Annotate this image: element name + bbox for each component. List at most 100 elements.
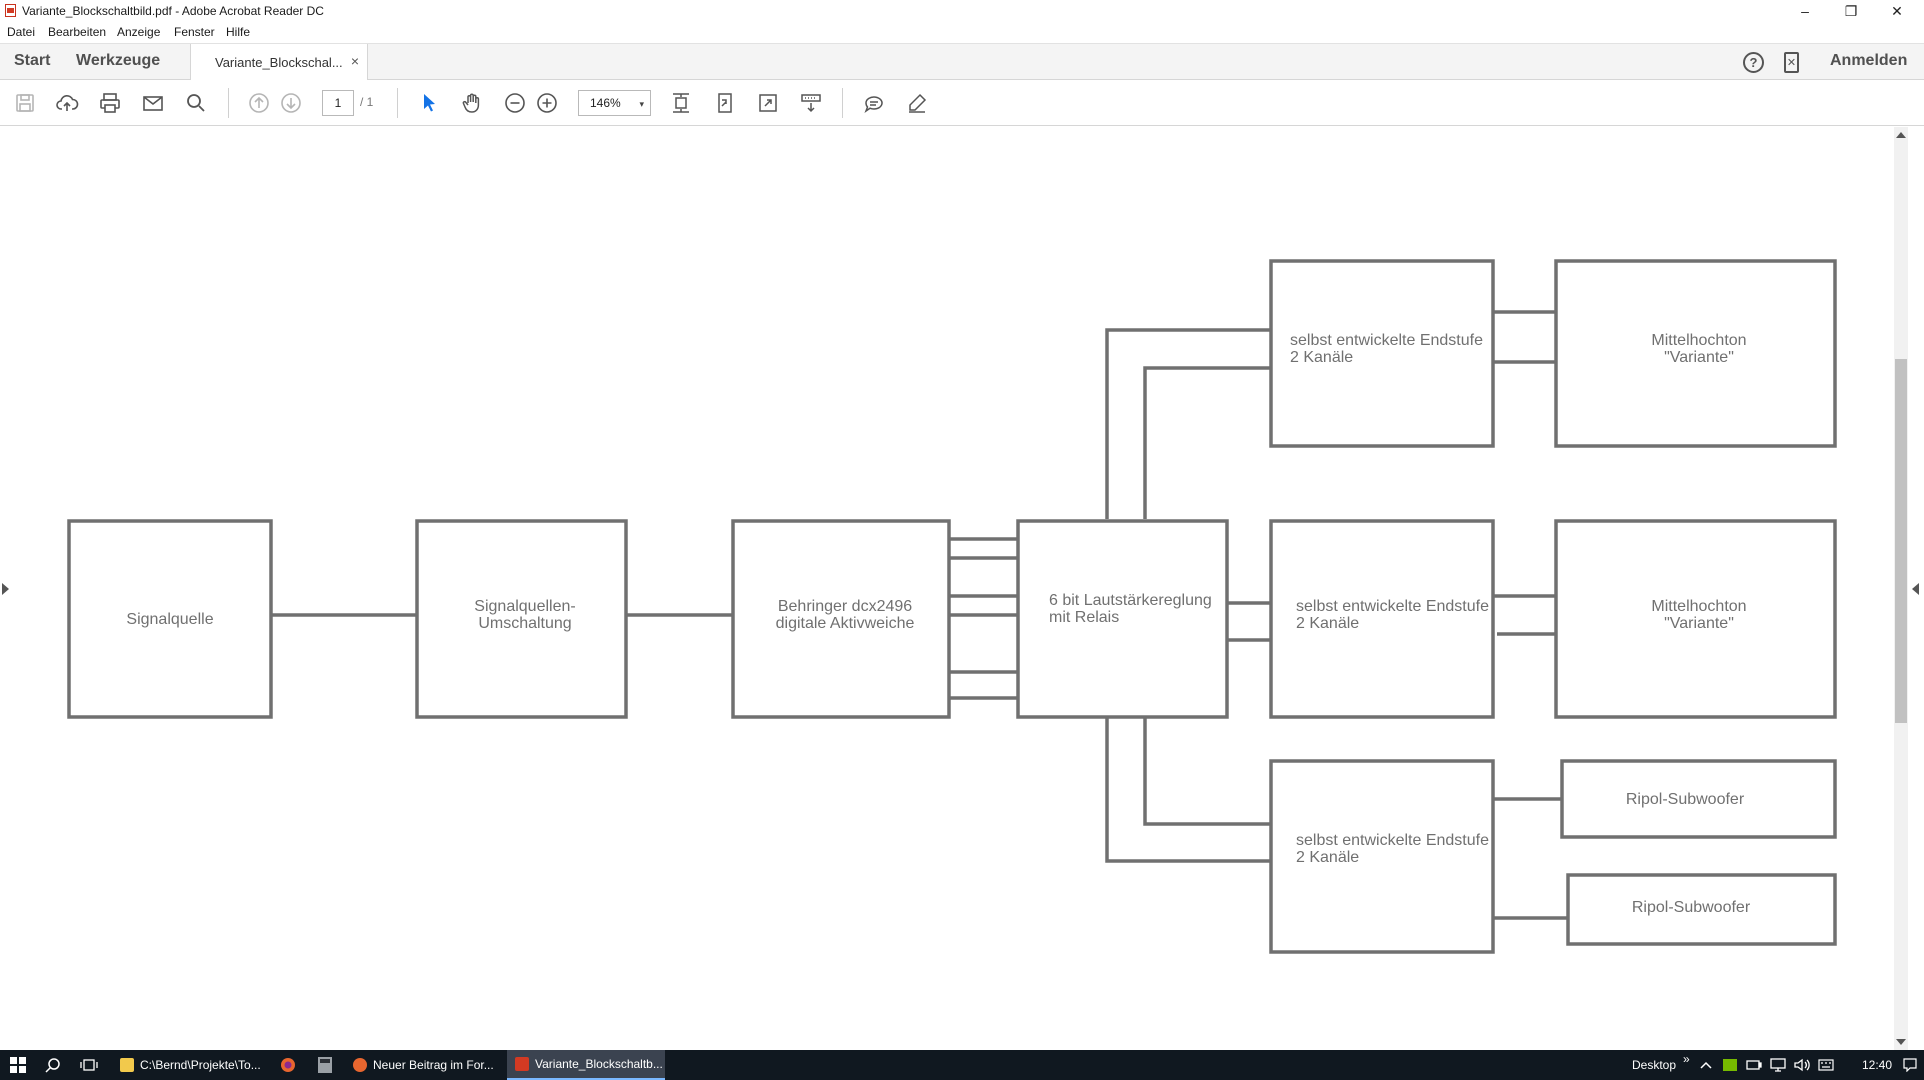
block-box <box>415 519 628 719</box>
next-page-icon[interactable] <box>277 89 305 117</box>
block-label: selbst entwickelte Endstufe <box>1296 598 1489 615</box>
menu-fenster[interactable]: Fenster <box>174 25 215 39</box>
block-label: Umschaltung <box>478 615 571 632</box>
block-box <box>1269 259 1495 448</box>
battery-icon[interactable] <box>1746 1050 1762 1080</box>
menu-bar: Datei Bearbeiten Anzeige Fenster Hilfe <box>0 22 1924 43</box>
vertical-scrollbar[interactable] <box>1894 127 1908 1050</box>
tab-document-label: Variante_Blockschal... <box>215 55 343 70</box>
toolbar-divider <box>397 88 398 118</box>
zoom-level-value: 146% <box>590 96 621 110</box>
left-panel-toggle-icon[interactable] <box>2 583 9 595</box>
block-label: 2 Kanäle <box>1296 849 1359 866</box>
sign-in-button[interactable]: Anmelden <box>1830 52 1908 69</box>
toolbar-expand-icon[interactable]: » <box>1683 1052 1690 1066</box>
restore-button[interactable]: ❐ <box>1844 2 1858 19</box>
block-label: digitale Aktivweiche <box>776 615 915 632</box>
firefox-icon[interactable] <box>280 1050 296 1080</box>
previous-page-icon[interactable] <box>245 89 273 117</box>
scroll-mode-icon[interactable] <box>797 89 825 117</box>
connector-line <box>1143 366 1271 519</box>
print-icon[interactable] <box>96 89 124 117</box>
page-number-input[interactable]: 1 <box>322 90 354 116</box>
menu-datei[interactable]: Datei <box>7 25 36 39</box>
keyboard-icon[interactable] <box>1818 1050 1834 1080</box>
scroll-down-icon[interactable] <box>1896 1039 1906 1045</box>
page-total-label: / 1 <box>360 95 374 109</box>
clock[interactable]: 12:40 <box>1862 1058 1893 1072</box>
tab-werkzeuge[interactable]: Werkzeuge <box>76 52 161 69</box>
save-icon[interactable] <box>11 89 39 117</box>
scrollbar-thumb[interactable] <box>1895 359 1907 723</box>
toolbar-divider <box>842 88 843 118</box>
block-label: mit Relais <box>1049 609 1119 626</box>
diagram-blocks: Signalquelle Signalquellen-Umschaltung Beh… <box>67 259 1837 954</box>
block-label: 2 Kanäle <box>1290 349 1353 366</box>
rotate-view-icon[interactable] <box>711 89 739 117</box>
select-cursor-icon[interactable] <box>415 89 443 117</box>
block-box <box>1554 259 1837 448</box>
block-label: Signalquelle <box>126 611 213 628</box>
search-icon[interactable] <box>45 1050 61 1080</box>
block-label: Mittelhochton <box>1651 332 1746 349</box>
mobile-link-icon[interactable]: ✕ <box>1784 52 1799 73</box>
taskbar-item-acrobat[interactable]: Variante_Blockschaltb... <box>507 1050 665 1080</box>
help-icon[interactable]: ? <box>1743 52 1764 73</box>
tab-close-icon[interactable]: × <box>350 53 359 69</box>
tray-overflow-icon[interactable] <box>1700 1050 1712 1080</box>
block-diagram: Signalquelle Signalquellen-Umschaltung Beh… <box>67 259 1837 954</box>
menu-anzeige[interactable]: Anzeige <box>117 25 161 39</box>
zoom-in-icon[interactable] <box>533 89 561 117</box>
connector-line <box>1105 717 1271 863</box>
desktop-toolbar[interactable]: Desktop <box>1632 1058 1677 1072</box>
task-view-icon[interactable] <box>80 1050 98 1080</box>
taskbar-item-browser[interactable]: Neuer Beitrag im For... <box>345 1050 502 1080</box>
tab-start[interactable]: Start <box>14 52 51 69</box>
block-label: Signalquellen- <box>474 598 575 615</box>
block-box <box>1554 519 1837 719</box>
block-subwoofer-1: Ripol-Subwoofer <box>1560 759 1837 839</box>
block-box <box>1269 519 1495 719</box>
tab-document[interactable]: Variante_Blockschal... × <box>190 44 368 81</box>
menu-bearbeiten[interactable]: Bearbeiten <box>48 25 107 39</box>
hand-tool-icon[interactable] <box>458 89 486 117</box>
mail-icon[interactable] <box>139 89 167 117</box>
block-box <box>67 519 273 719</box>
menu-hilfe[interactable]: Hilfe <box>226 25 251 39</box>
scroll-up-icon[interactable] <box>1896 132 1906 138</box>
nvidia-icon[interactable] <box>1723 1050 1737 1080</box>
block-label: "Variante" <box>1664 349 1734 366</box>
network-icon[interactable] <box>1770 1050 1786 1080</box>
chevron-down-icon: ▾ <box>639 99 644 109</box>
full-screen-icon[interactable] <box>754 89 782 117</box>
block-label: 6 bit Lautstärkereglung <box>1049 592 1212 609</box>
windows-start-icon[interactable] <box>10 1050 26 1080</box>
minimize-button[interactable]: – <box>1801 3 1809 19</box>
comment-icon[interactable] <box>860 89 888 117</box>
search-icon[interactable] <box>182 89 210 117</box>
toolbar-divider <box>228 88 229 118</box>
block-label: Mittelhochton <box>1651 598 1746 615</box>
close-button[interactable]: ✕ <box>1891 2 1903 19</box>
cloud-upload-icon[interactable] <box>53 89 81 117</box>
diagram-connectors <box>271 310 1568 920</box>
volume-icon[interactable] <box>1794 1050 1810 1080</box>
acrobat-pdf-icon <box>515 1057 529 1071</box>
block-signalquelle: Signalquelle <box>67 519 273 719</box>
fit-page-icon[interactable] <box>667 89 695 117</box>
notifications-icon[interactable] <box>1903 1050 1917 1080</box>
zoom-level-select[interactable]: 146% ▾ <box>578 90 651 116</box>
firefox-icon <box>353 1058 367 1072</box>
calculator-icon[interactable] <box>318 1050 332 1080</box>
document-view[interactable]: Signalquelle Signalquellen-Umschaltung Beh… <box>0 127 1924 1050</box>
right-panel-toggle-icon[interactable] <box>1912 583 1919 595</box>
block-box <box>1016 519 1229 719</box>
highlight-pen-icon[interactable] <box>903 89 931 117</box>
zoom-out-icon[interactable] <box>501 89 529 117</box>
taskbar-item-label: C:\Bernd\Projekte\To... <box>140 1058 261 1072</box>
block-mittelhochton-2: Mittelhochton"Variante" <box>1554 519 1837 719</box>
taskbar-item-explorer[interactable]: C:\Bernd\Projekte\To... <box>112 1050 265 1080</box>
